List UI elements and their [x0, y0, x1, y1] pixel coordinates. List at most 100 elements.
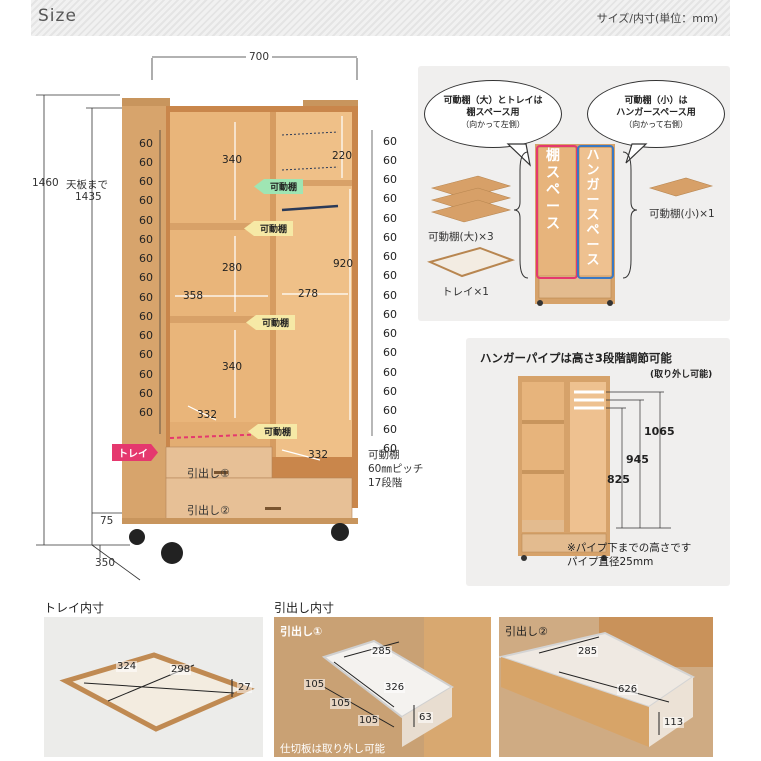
- pitch-right: 60: [383, 289, 397, 302]
- hanger-note-1: ※パイプ下までの高さです: [567, 542, 692, 554]
- pitch-left: 60: [139, 233, 153, 246]
- pitch-left: 60: [139, 194, 153, 207]
- pitch-right: 60: [383, 423, 397, 436]
- drawer-1-part-c: 105: [358, 715, 380, 726]
- pitch-left: 60: [139, 387, 153, 400]
- tray-height: 27: [237, 682, 252, 693]
- pitch-right: 60: [383, 135, 397, 148]
- shelf-space-label: 棚スペース: [546, 148, 560, 232]
- large-shelf-label: 可動棚(大)×3: [428, 231, 494, 243]
- pitch-right: 60: [383, 327, 397, 340]
- pitch-right: 60: [383, 308, 397, 321]
- pitch-left: 60: [139, 252, 153, 265]
- bubble-right-line1: 可動棚（小）は: [624, 96, 688, 106]
- right-inner-width: 278: [298, 288, 319, 300]
- tray-photo: 324 298 27: [44, 617, 263, 757]
- drawer-1-part-b: 105: [330, 698, 352, 709]
- hanger-note-2: パイプ直径25mm: [567, 556, 654, 568]
- drawer-2-drawing: [497, 617, 713, 747]
- unit-note: サイズ/内寸(単位：mm): [596, 12, 718, 25]
- tray-width: 324: [116, 661, 138, 672]
- pitch-note-2: 60㎜ピッチ: [368, 463, 424, 475]
- hanger-title: ハンガーパイプは高さ3段階調節可能: [480, 351, 672, 365]
- inner-height-3: 340: [222, 361, 243, 373]
- depth-label: 350: [95, 557, 116, 569]
- tray-section-title: トレイ内寸: [44, 601, 105, 615]
- bubble-left-line2: 棚スペース用: [466, 108, 520, 118]
- pitch-left: 60: [139, 291, 153, 304]
- tray-badge: トレイ: [112, 444, 158, 461]
- drawer-2-label: 引出し②: [187, 504, 230, 517]
- tray-drawing: [59, 652, 255, 732]
- movable-shelf-badge-4: 可動棚: [248, 424, 298, 439]
- pitch-left: 60: [139, 214, 153, 227]
- right-hanger-height: 920: [333, 258, 354, 270]
- tray-depth: 298: [170, 664, 192, 675]
- diag-depth-1: 332: [197, 409, 218, 421]
- bubble-right-line2: ハンガースペース用: [616, 108, 696, 118]
- bubble-left-line3: （向かって左側）: [461, 120, 525, 129]
- bubble-left-line1: 可動棚（大）とトレイは: [443, 96, 543, 106]
- top-height-label: 1435: [75, 191, 102, 203]
- inner-height-1: 340: [222, 154, 243, 166]
- right-top-height: 220: [332, 150, 353, 162]
- hanger-space-label: ハンガースペース: [586, 148, 600, 268]
- small-shelf-label: 可動棚(小)×1: [649, 208, 715, 220]
- movable-shelf-badge-1: 可動棚: [254, 179, 304, 194]
- diag-depth-2: 332: [308, 449, 329, 461]
- pitch-left: 60: [139, 329, 153, 342]
- tray-label: トレイ×1: [442, 286, 489, 298]
- hanger-height-1: 1065: [644, 425, 675, 438]
- pitch-left: 60: [139, 406, 153, 419]
- drawer-2-photo: 引出し② 285 626 113: [497, 617, 713, 757]
- drawer-1-part-a: 105: [304, 679, 326, 690]
- pitch-right: 60: [383, 269, 397, 282]
- pitch-left: 60: [139, 175, 153, 188]
- drawer-2-depth: 626: [617, 684, 639, 695]
- pitch-left: 60: [139, 310, 153, 323]
- pitch-left: 60: [139, 137, 153, 150]
- bubble-small-shelf: 可動棚（小）は ハンガースペース用 （向かって右側）: [587, 80, 725, 148]
- pitch-note-1: 可動棚: [368, 449, 400, 461]
- pitch-right: 60: [383, 212, 397, 225]
- top-height-caption: 天板まで: [66, 179, 108, 191]
- left-inner-width: 358: [183, 290, 204, 302]
- pitch-right: 60: [383, 442, 397, 455]
- drawer-1-height: 63: [418, 712, 433, 723]
- drawer-2-height: 113: [663, 717, 685, 728]
- width-label: 700: [249, 51, 270, 63]
- movable-shelf-badge-2: 可動棚: [244, 221, 294, 236]
- inner-height-2: 280: [222, 262, 243, 274]
- bubble-right-line3: （向かって右側）: [624, 120, 688, 129]
- pitch-left: 60: [139, 271, 153, 284]
- pitch-left: 60: [139, 156, 153, 169]
- pitch-right: 60: [383, 250, 397, 263]
- section-title: Size: [38, 6, 77, 26]
- pitch-right: 60: [383, 192, 397, 205]
- drawer-1-photo: 引出し① 285 326 63 105 105 105 仕切板は取り外し可能: [274, 617, 491, 757]
- drawer-1-label: 引出し①: [187, 467, 230, 480]
- bubble-large-shelf: 可動棚（大）とトレイは 棚スペース用 （向かって左側）: [424, 80, 562, 148]
- hanger-height-2: 945: [626, 453, 649, 466]
- pitch-right: 60: [383, 173, 397, 186]
- pitch-left: 60: [139, 368, 153, 381]
- pitch-right: 60: [383, 231, 397, 244]
- pitch-right: 60: [383, 154, 397, 167]
- section-header: Size サイズ/内寸(単位：mm): [31, 0, 730, 36]
- hanger-illustration: [518, 376, 671, 561]
- drawer-1-label: 引出し①: [280, 625, 323, 638]
- total-height-label: 1460: [32, 177, 59, 189]
- caster-height-label: 75: [100, 515, 114, 527]
- drawer-1-depth: 326: [384, 682, 406, 693]
- parts-illustration: [427, 143, 714, 306]
- hanger-height-3: 825: [607, 473, 630, 486]
- hanger-subtitle: (取り外し可能): [650, 370, 713, 380]
- pitch-right: 60: [383, 346, 397, 359]
- pitch-right: 60: [383, 366, 397, 379]
- drawer-1-note: 仕切板は取り外し可能: [280, 743, 385, 755]
- drawer-2-label: 引出し②: [505, 625, 548, 638]
- movable-shelf-badge-3: 可動棚: [246, 315, 296, 330]
- pitch-right: 60: [383, 385, 397, 398]
- pitch-note-3: 17段階: [368, 477, 403, 489]
- pitch-left: 60: [139, 348, 153, 361]
